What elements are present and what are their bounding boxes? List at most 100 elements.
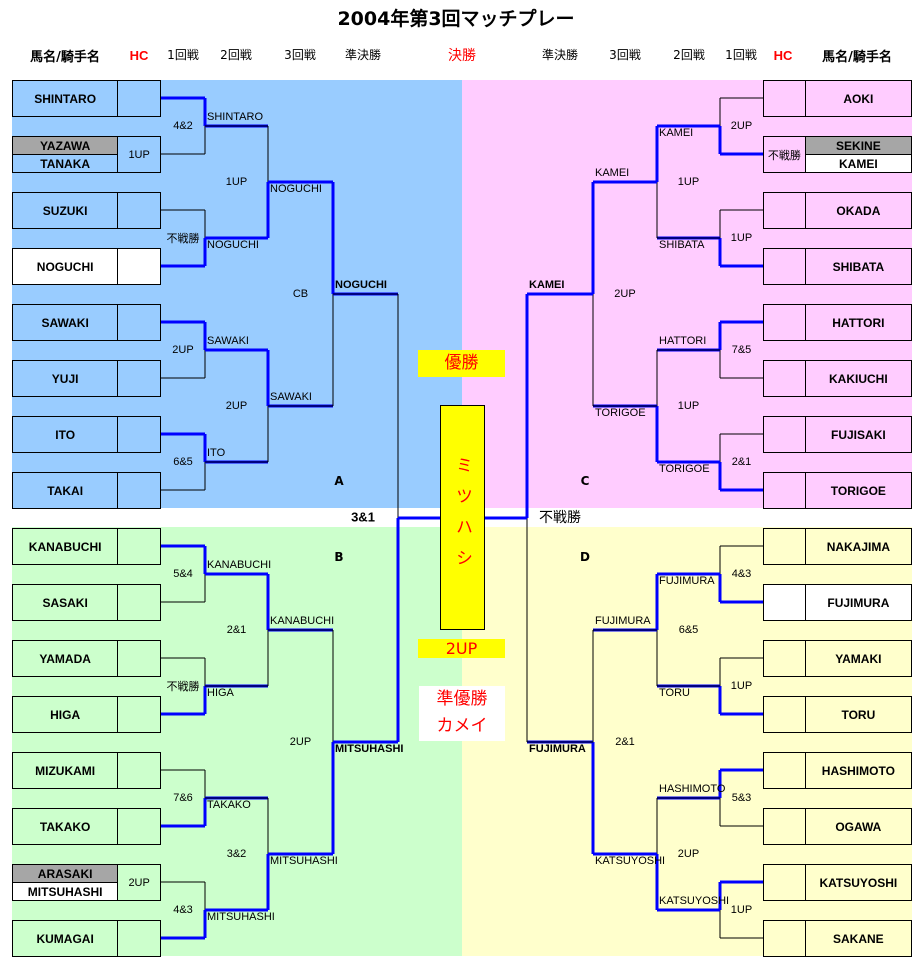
handicap-cell: 2UP xyxy=(128,876,150,889)
match-score: 不戦勝 xyxy=(166,681,200,693)
player-entry[interactable]: MIZUKAMI xyxy=(12,752,161,789)
match-score: 2UP xyxy=(289,736,312,748)
player-name: MIZUKAMI xyxy=(35,763,96,778)
handicap-cell xyxy=(118,249,160,284)
player-name-cell: TORU xyxy=(806,697,911,732)
player-entry[interactable]: KAKIUCHI xyxy=(763,360,912,397)
match-score: 3&2 xyxy=(226,848,247,860)
winner-label: NOGUCHI xyxy=(335,279,387,291)
handicap-cell xyxy=(118,585,160,620)
player-entry[interactable]: TAKAKO xyxy=(12,808,161,845)
winner-label: ITO xyxy=(207,447,226,459)
player-entry[interactable]: HASHIMOTO xyxy=(763,752,912,789)
handicap-cell xyxy=(764,417,806,452)
player-entry[interactable]: KUMAGAI xyxy=(12,920,161,957)
player-entry[interactable]: TORU xyxy=(763,696,912,733)
player-name-cell: YAMADA xyxy=(13,641,119,676)
player-entry[interactable]: YAMADA xyxy=(12,640,161,677)
match-score: 1UP xyxy=(730,232,753,244)
player-entry[interactable]: FUJISAKI xyxy=(763,416,912,453)
winner-label: KATSUYOSHI xyxy=(659,895,730,907)
winner-label: TORIGOE xyxy=(659,463,710,475)
player-entry[interactable]: AOKI xyxy=(763,80,912,117)
player-entry[interactable]: YUJI xyxy=(12,360,161,397)
player-entry[interactable]: NAKAJIMA xyxy=(763,528,912,565)
winner-label: FUJIMURA xyxy=(659,575,715,587)
quadrant-label-c: C xyxy=(580,474,590,488)
player-entry[interactable]: NOGUCHI xyxy=(12,248,161,285)
player-entry[interactable]: SHIBATA xyxy=(763,248,912,285)
player-name-cell: SUZUKI xyxy=(13,193,119,228)
handicap-cell xyxy=(764,529,806,564)
player-name: SASAKI xyxy=(42,595,88,610)
handicap-cell xyxy=(118,529,160,564)
player-name-cell: SASAKI xyxy=(13,585,119,620)
player-entry[interactable]: KATSUYOSHI xyxy=(763,864,912,901)
page-title: 2004年第3回マッチプレー xyxy=(337,8,575,30)
winner-label: MITSUHASHI xyxy=(207,911,275,923)
winner-label: NOGUCHI xyxy=(270,183,322,195)
player-name: ITO xyxy=(55,427,76,442)
match-score: 4&3 xyxy=(731,568,752,580)
player-name-cell: HATTORI xyxy=(806,305,911,340)
winner-label: TAKAKO xyxy=(207,799,251,811)
match-score: 1UP xyxy=(677,400,700,412)
player-entry[interactable]: TORIGOE xyxy=(763,472,912,509)
handicap-cell xyxy=(118,417,160,452)
player-entry[interactable]: SUZUKI xyxy=(12,192,161,229)
header-hc-left: HC xyxy=(129,48,149,63)
player-name: OKADA xyxy=(836,203,881,218)
player-name-cell: FUJISAKI xyxy=(806,417,911,452)
player-name: SAWAKI xyxy=(41,315,89,330)
match-score: 7&5 xyxy=(731,344,752,356)
winner-label: HATTORI xyxy=(659,335,707,347)
player-entry[interactable]: YAMAKI xyxy=(763,640,912,677)
handicap-cell xyxy=(764,697,806,732)
player-entry[interactable]: OKADA xyxy=(763,192,912,229)
player-name: NAKAJIMA xyxy=(826,539,891,554)
player-entry[interactable]: SASAKI xyxy=(12,584,161,621)
winner-label: KAMEI xyxy=(659,127,694,139)
player-name-cell: KATSUYOSHI xyxy=(806,865,911,900)
player-entry[interactable]: OGAWA xyxy=(763,808,912,845)
player-entry[interactable]: SAWAKI xyxy=(12,304,161,341)
handicap-cell xyxy=(118,193,160,228)
winner-label: SHINTARO xyxy=(207,111,264,123)
player-entry[interactable]: ITO xyxy=(12,416,161,453)
winner-label: HIGA xyxy=(207,687,234,699)
player-name-cell: AOKI xyxy=(806,81,911,116)
player-entry[interactable]: TAKAI xyxy=(12,472,161,509)
player-entry[interactable]: SAKANE xyxy=(763,920,912,957)
player-name: HASHIMOTO xyxy=(821,763,895,778)
player-name-cell: ITO xyxy=(13,417,119,452)
player-entry[interactable]: HIGA xyxy=(12,696,161,733)
player-name: SUZUKI xyxy=(42,203,88,218)
handicap-cell xyxy=(118,81,160,116)
player-entry[interactable]: FUJIMURA xyxy=(763,584,912,621)
match-score: 1UP xyxy=(677,176,700,188)
player-name: KUMAGAI xyxy=(36,931,94,946)
player-entry[interactable]: KANABUCHI xyxy=(12,528,161,565)
player-name-cell: KAKIUCHI xyxy=(806,361,911,396)
match-score: CB xyxy=(292,288,309,300)
player-name-cell: TAKAKO xyxy=(13,809,119,844)
champion-name: ミツハシ xyxy=(440,405,485,630)
player-name-cell: TAKAI xyxy=(13,473,119,508)
handicap-cell xyxy=(118,473,160,508)
winner-label: SAWAKI xyxy=(207,335,249,347)
header-r1-left: 1回戦 xyxy=(167,48,199,62)
player-name: YUJI xyxy=(51,371,79,386)
winner-label: SAWAKI xyxy=(270,391,312,403)
player-name-bottom: TANAKA xyxy=(40,156,91,171)
winner-label: MITSUHASHI xyxy=(270,855,338,867)
handicap-cell xyxy=(764,473,806,508)
player-entry[interactable]: HATTORI xyxy=(763,304,912,341)
player-entry[interactable]: SHINTARO xyxy=(12,80,161,117)
player-name: SHIBATA xyxy=(832,259,885,274)
match-score: 4&3 xyxy=(173,904,193,916)
